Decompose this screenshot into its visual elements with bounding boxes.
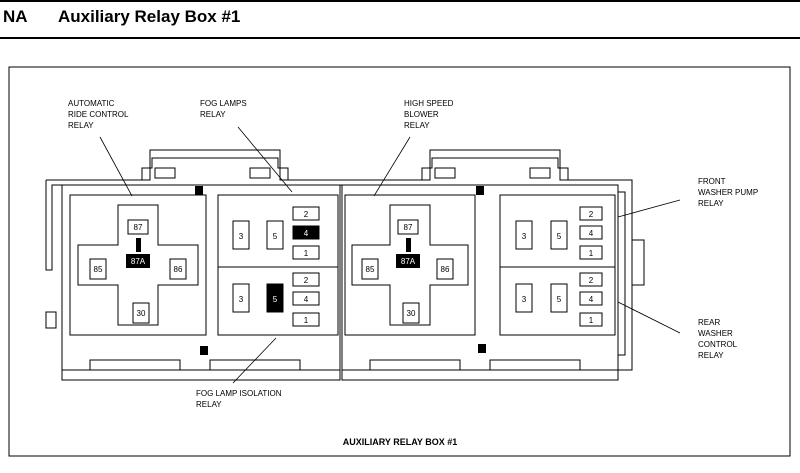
relay-box-housing (45, 149, 645, 381)
locator-tab (478, 344, 486, 353)
pin-85 (361, 258, 379, 280)
locator-tab (476, 186, 484, 195)
callout-blower-relay: HIGH SPEED BLOWER RELAY (404, 99, 456, 130)
region-code: NA (3, 7, 28, 26)
pin-1 (292, 312, 320, 327)
pin-2-label: 2 (304, 210, 309, 219)
blower-relay-socket: 87 87A 85 86 30 (351, 204, 469, 326)
pin-86 (436, 258, 454, 280)
pin-87a (126, 254, 150, 268)
pin-30 (402, 302, 420, 324)
pin-5 (266, 283, 284, 313)
pin-5 (550, 220, 568, 250)
pin-85 (89, 258, 107, 280)
pin-87-label: 87 (404, 223, 413, 232)
locator-tab (195, 186, 203, 195)
pin-1-label: 1 (589, 249, 594, 258)
pin-2-label: 2 (589, 210, 594, 219)
pin-5 (550, 283, 568, 313)
pin-86-label: 86 (441, 265, 450, 274)
pin-5-label: 5 (273, 295, 278, 304)
pin-1 (579, 312, 603, 327)
pin-4 (292, 291, 320, 306)
pin-87a-blade (136, 238, 141, 252)
pin-2 (292, 206, 320, 221)
pin-1-label: 1 (589, 316, 594, 325)
pin-87-label: 87 (134, 223, 143, 232)
pin-4 (579, 291, 603, 306)
pin-1-label: 1 (304, 316, 309, 325)
pin-87a (396, 254, 420, 268)
pin-30-label: 30 (407, 309, 416, 318)
diagram-frame (8, 66, 791, 457)
callout-fog-lamps-relay: FOG LAMPS RELAY (200, 99, 249, 119)
pin-3-label: 3 (522, 295, 527, 304)
pin-2 (579, 206, 603, 221)
pin-4-label: 4 (304, 229, 309, 238)
fog-lamp-isolation-relay-socket: 3 5 2 4 1 (232, 272, 320, 327)
pin-86 (169, 258, 187, 280)
ride-control-relay-socket: 87 87A 85 86 30 (77, 204, 199, 326)
pin-4-label: 4 (589, 229, 594, 238)
rear-washer-relay-socket: 3 5 2 4 1 (515, 272, 603, 327)
pin-5-label: 5 (557, 232, 562, 241)
callout-rear-washer-relay: REAR WASHER CONTROL RELAY (698, 318, 739, 360)
pin-3 (515, 220, 533, 250)
callout-fog-lamp-isolation-relay: FOG LAMP ISOLATION RELAY (196, 389, 284, 409)
pin-3-label: 3 (239, 232, 244, 241)
front-washer-relay-socket: 3 5 2 4 1 (515, 206, 603, 260)
pin-2-label: 2 (589, 276, 594, 285)
pin-85-label: 85 (94, 265, 103, 274)
pin-3 (515, 283, 533, 313)
pin-4-label: 4 (304, 295, 309, 304)
pin-85-label: 85 (366, 265, 375, 274)
pin-1 (579, 245, 603, 260)
page-header: NA Auxiliary Relay Box #1 (0, 0, 800, 40)
pin-87 (397, 219, 419, 235)
pin-4-label: 4 (589, 295, 594, 304)
pin-30-label: 30 (137, 309, 146, 318)
pin-1 (292, 245, 320, 260)
pin-87a-label: 87A (131, 257, 146, 266)
pin-30 (132, 302, 150, 324)
callout-ride-control-relay: AUTOMATIC RIDE CONTROL RELAY (68, 99, 130, 130)
pin-86-label: 86 (174, 265, 183, 274)
pin-5-label: 5 (557, 295, 562, 304)
header-top-rule (0, 0, 800, 2)
pin-2 (292, 272, 320, 287)
pin-4 (579, 225, 603, 240)
pin-2 (579, 272, 603, 287)
pin-4 (292, 225, 320, 240)
callout-front-washer-relay: FRONT WASHER PUMP RELAY (698, 177, 760, 208)
fog-lamps-relay-socket: 3 5 2 4 1 (232, 206, 320, 260)
pin-2-label: 2 (304, 276, 309, 285)
pin-87 (127, 219, 149, 235)
pin-87a-label: 87A (401, 257, 416, 266)
pin-3-label: 3 (239, 295, 244, 304)
pin-3-label: 3 (522, 232, 527, 241)
locator-tab (200, 346, 208, 355)
pin-1-label: 1 (304, 249, 309, 258)
page-title: Auxiliary Relay Box #1 (58, 7, 241, 26)
leader-lines (99, 126, 681, 384)
pin-87a-blade (406, 238, 411, 252)
diagram-caption: AUXILIARY RELAY BOX #1 (343, 437, 458, 447)
pin-3 (232, 283, 250, 313)
pin-5-label: 5 (273, 232, 278, 241)
pin-3 (232, 220, 250, 250)
header-bottom-rule (0, 37, 800, 39)
pin-5 (266, 220, 284, 250)
